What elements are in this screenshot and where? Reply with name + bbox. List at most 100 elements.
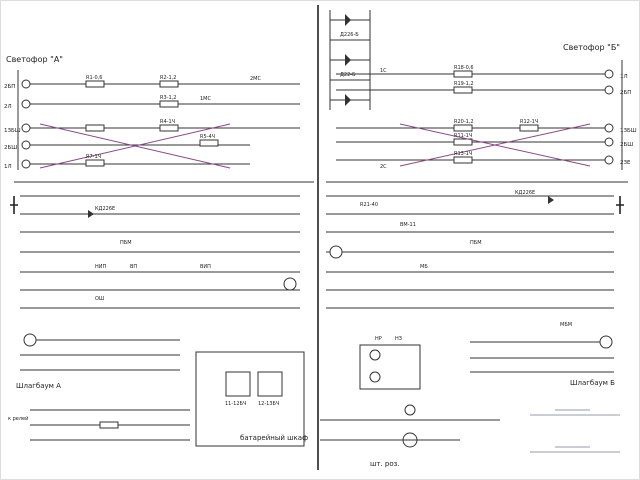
label-r19: R19-1,2	[454, 81, 474, 87]
battery-cabinet: 11-12БЧ 12-13БЧ батарейный шкаф	[195, 351, 308, 447]
resistor-r19	[453, 86, 473, 94]
resistor-r11	[453, 138, 473, 146]
lamp-a-5	[21, 159, 31, 169]
lower-right-schematic	[530, 409, 620, 453]
lamp-b-label-2: 2БП	[620, 90, 631, 96]
lamp-a-3	[21, 123, 31, 133]
lamp-b-5	[604, 155, 614, 165]
label-r4: R4-1Ч	[160, 119, 175, 125]
resistor-r12	[519, 124, 539, 132]
track-label-1: НР	[375, 336, 382, 342]
lamps-b: 1Л 2БП 1ЗБШ 2БШ 2ЗЕ	[604, 69, 637, 166]
title-battery-cabinet: батарейный шкаф	[240, 434, 308, 442]
wire-label-1c: 1С	[380, 68, 387, 74]
lamp-b-1	[604, 69, 614, 79]
lamp-a-4	[21, 140, 31, 150]
relay-label-nip: НИП	[95, 264, 107, 270]
label-r20: R20-1,2	[454, 119, 474, 125]
transformer-coil-1	[369, 349, 381, 361]
relay-label-vp: ВП	[130, 264, 137, 270]
resistor-r7	[85, 159, 105, 167]
center-transformer: НР НЗ шт. роз.	[320, 336, 500, 468]
middle-left: КД226Е ПБМ НИП ВП ВИП ОШ	[10, 195, 300, 309]
track-label-2: НЗ	[395, 336, 402, 342]
relay-label-pbm-right: ПБМ	[470, 240, 482, 246]
diode-2	[345, 54, 351, 66]
component-label-vm: ВМ-11	[400, 222, 416, 228]
lamp-a-label-1: 2БП	[4, 84, 15, 90]
battery-2	[257, 371, 283, 397]
lamp-a-label-4: 2БШ	[4, 145, 17, 151]
lamp-b-2	[604, 85, 614, 95]
label-r5: R5-4Ч	[200, 134, 215, 140]
cabinet-label-2: 12-13БЧ	[258, 401, 279, 407]
cabinet-label-1: 11-12БЧ	[225, 401, 246, 407]
label-r3: R3-1,2	[160, 95, 176, 101]
label-r7: R7-1Ч	[86, 154, 101, 160]
resistor-r18	[453, 70, 473, 78]
lamp-b-label-5: 2ЗЕ	[620, 160, 631, 166]
title-signal-b: Светофор "Б"	[563, 43, 620, 52]
relay-label-mb: МБ	[420, 264, 428, 270]
lamp-a-1	[21, 79, 31, 89]
label-r13: R13-1Ч	[454, 151, 472, 157]
bell-b	[616, 196, 624, 214]
resistor-bottom	[99, 421, 119, 429]
resistor-r5	[199, 139, 219, 147]
barrier-b-motor	[599, 335, 613, 349]
barrier-a-motor	[23, 333, 37, 347]
relay-label-vip: ВИП	[200, 264, 211, 270]
lamp-b-label-1: 1Л	[620, 74, 628, 80]
lamps-a: 2БП 2Л 1ЗБШ 2БШ 1Л	[4, 79, 31, 170]
barrier-a-group: Шлагбаум А	[16, 333, 180, 390]
battery-1	[225, 371, 251, 397]
bottom-left-terminals: к релей	[8, 409, 190, 441]
lamp-b-3	[604, 123, 614, 133]
barrier-b-group: Шлагбаум Б	[470, 335, 615, 387]
diode-kd226e-right	[548, 196, 554, 204]
center-relay-stack: Д226-Б Д22-Б	[329, 10, 371, 110]
diode-3	[345, 94, 351, 106]
title-track: шт. роз.	[370, 460, 400, 468]
wiring-top-right: R18-0,6 R19-1,2 R20-1,2 R11-1Ч R12-1Ч R1…	[326, 60, 628, 183]
relay-coil-bottom	[404, 404, 416, 416]
label-r2: R2-1,2	[160, 75, 176, 81]
relay-label-pbm-left: ПБМ	[120, 240, 132, 246]
component-label-2: Д22-Б	[340, 72, 356, 78]
resistor-r13	[453, 156, 473, 164]
lamp-b-label-3: 1ЗБШ	[620, 128, 637, 134]
title-barrier-a: Шлагбаум А	[16, 382, 61, 390]
lamp-a-2	[21, 99, 31, 109]
diode-kd226e-left	[88, 210, 94, 218]
side-note: к релей	[8, 415, 28, 422]
lamp-b-label-4: 2БШ	[620, 142, 633, 148]
title-signal-a: Светофор "А"	[6, 55, 63, 64]
resistor-r4	[159, 124, 179, 132]
resistor-r20	[453, 124, 473, 132]
lamp-b-4	[604, 137, 614, 147]
bell-a	[10, 196, 18, 214]
component-label-kd226e-left: КД226Е	[95, 206, 115, 212]
label-r1: R1-0,6	[86, 75, 102, 81]
relay-coil-left	[283, 277, 297, 291]
component-label-1: Д226-Б	[340, 32, 359, 38]
title-barrier-b: Шлагбаум Б	[570, 379, 615, 387]
lamp-a-label-2: 2Л	[4, 104, 12, 110]
wire-label-1mc: 1МС	[200, 96, 211, 102]
resistor-r3	[159, 100, 179, 108]
lamp-a-label-5: 1Л	[4, 164, 12, 170]
label-r11: R11-1Ч	[454, 133, 472, 139]
transformer-frame	[359, 344, 421, 390]
lamp-a-label-3: 1ЗБШ	[4, 128, 21, 134]
middle-right: КД226Е R21-40 ВМ-11 ПБМ МБ МБМ	[326, 190, 624, 328]
relay-label-osh: ОШ	[95, 296, 104, 302]
resistor-r2	[159, 80, 179, 88]
wire-label-2c: 2С	[380, 164, 387, 170]
resistor-r3b	[85, 124, 105, 132]
component-label-kd226e-right: КД226Е	[515, 190, 535, 196]
wire-label-2mc: 2МС	[250, 76, 261, 82]
cabinet-frame	[195, 351, 305, 447]
resistor-r1	[85, 80, 105, 88]
